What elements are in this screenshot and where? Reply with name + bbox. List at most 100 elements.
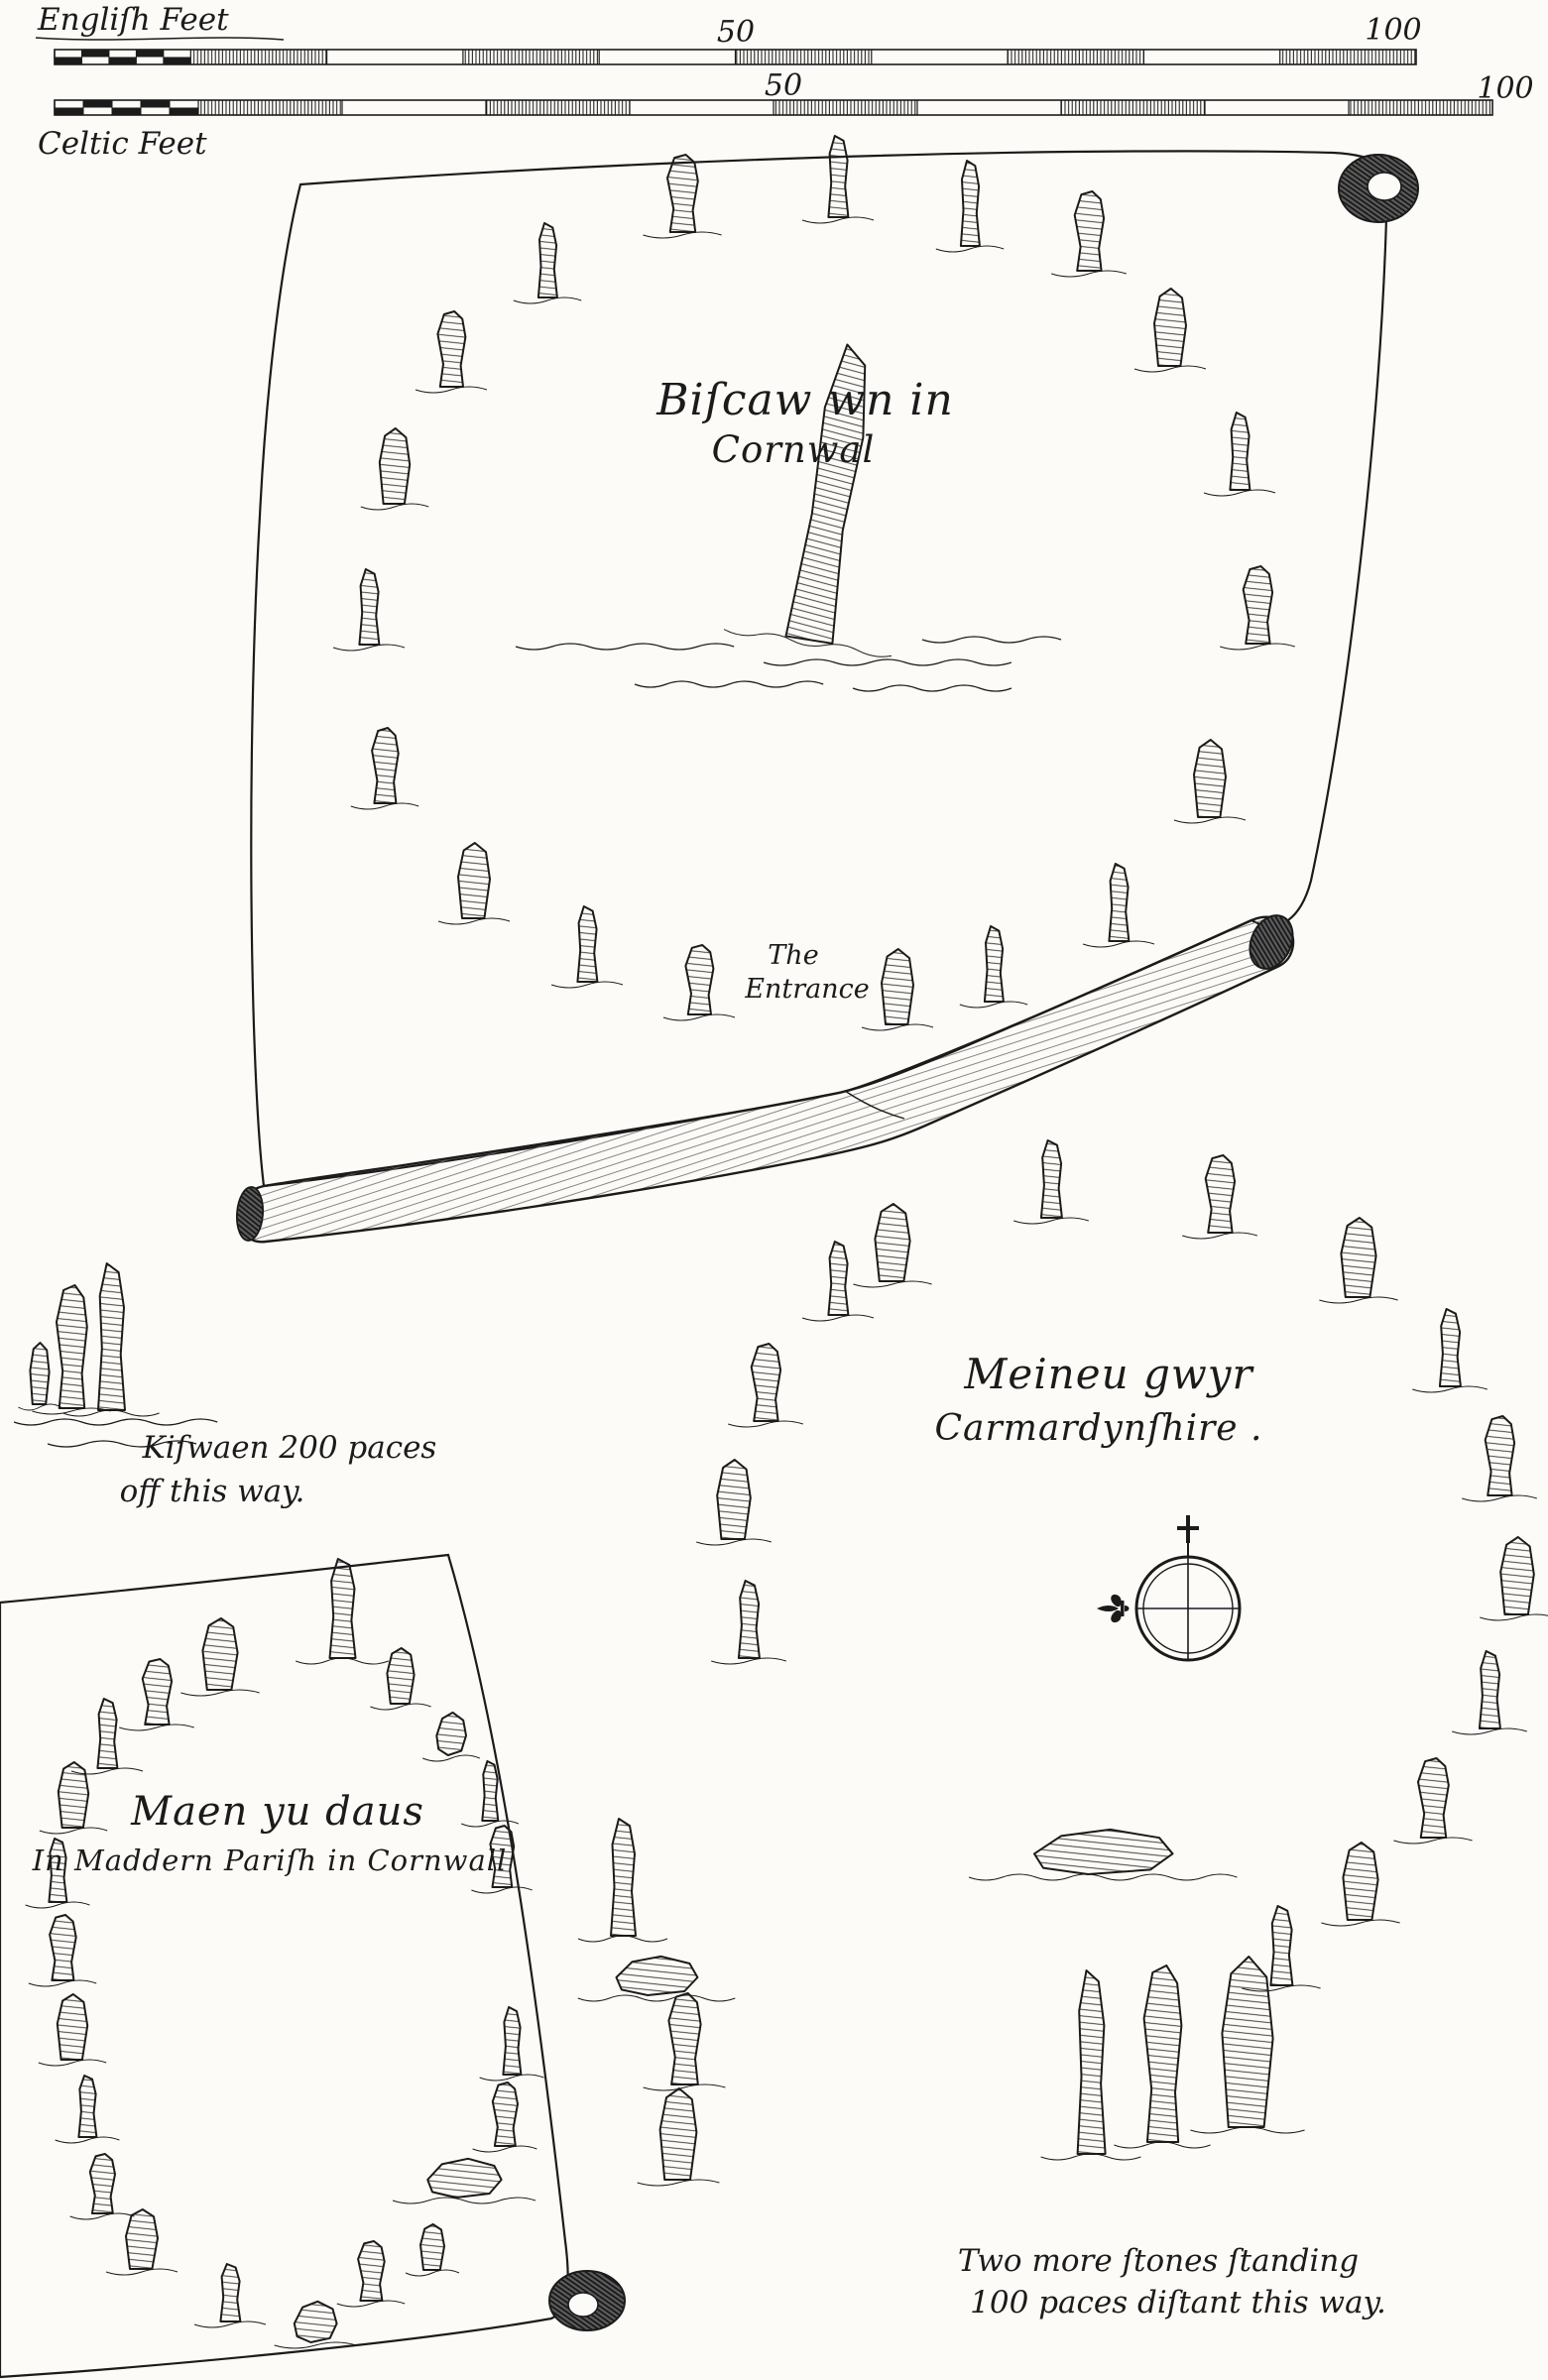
meini-title-line2: Carmardynſhire .: [934, 1408, 1262, 1449]
standing-stone: [55, 2075, 120, 2144]
mound-hatching: [515, 643, 735, 651]
standing-stone: [1321, 1842, 1400, 1927]
ground-line: [193, 2320, 267, 2328]
standing-stone: [422, 1711, 480, 1762]
standing-stone: [959, 925, 1028, 1009]
maen-title-line2: In Maddern Pariſh in Cornwall: [32, 1844, 508, 1877]
meini-note-line2: 100 paces diſtant this way.: [970, 2285, 1386, 2320]
standing-stone: [360, 427, 429, 511]
kiswaen-mound: [13, 1418, 218, 1448]
standing-stone: [274, 2300, 357, 2349]
maen-scroll-paper: [0, 1553, 569, 2379]
mound-hatching: [921, 636, 1062, 644]
maen-panel: Maen yu daus In Maddern Pariſh in Cornwa…: [0, 1553, 626, 2379]
standing-stone: [105, 2208, 179, 2276]
ground-line: [1133, 365, 1207, 373]
kiswaen-group: Kiſwaen 200 paces off this way.: [13, 1262, 436, 1509]
entrance-label-line2: Entrance: [744, 974, 869, 1005]
ground-line: [55, 2136, 120, 2144]
cross-icon: [1177, 1515, 1199, 1543]
ground-line: [332, 644, 406, 652]
standing-stone: [643, 154, 722, 239]
standing-stone: [370, 1647, 431, 1711]
standing-stone: [637, 2087, 720, 2187]
ground-line: [274, 2341, 357, 2349]
standing-stone: [968, 1828, 1238, 1881]
ground-line: [18, 1403, 61, 1411]
ground-line: [1182, 1232, 1257, 1240]
standing-stone: [550, 905, 624, 989]
standing-stone: [1203, 412, 1276, 497]
mound-hatching: [852, 684, 1012, 692]
ground-line: [62, 1409, 160, 1417]
fleur-de-lis-icon: [1097, 1594, 1130, 1623]
ground-line: [577, 1994, 736, 2002]
standing-stone: [119, 1658, 194, 1731]
scale-bars: Engliſh Feet 50 100 50 100 Celtic Feet: [35, 2, 1534, 162]
standing-stone: [728, 1343, 803, 1428]
meini-stones: [696, 1139, 1548, 1992]
boscawen-corner-curl: [1338, 154, 1419, 223]
ground-line: [392, 2197, 536, 2204]
kiswaen-stones: [18, 1262, 160, 1417]
ground-line: [1114, 2141, 1211, 2149]
meini-gwyr-panel: Meineu gwyr Carmardynſhire . Two more ſt…: [577, 1139, 1548, 2320]
standing-stone: [1452, 1650, 1527, 1735]
standing-stone: [1133, 288, 1207, 373]
standing-stone: [180, 1617, 260, 1697]
standing-stone: [62, 1262, 160, 1417]
standing-stone: [415, 310, 488, 394]
standing-stone: [437, 842, 511, 925]
standing-stone: [1040, 1969, 1141, 2161]
standing-stone: [38, 1993, 107, 2067]
ground-line: [1452, 1727, 1527, 1735]
maen-corner-curl: [548, 2270, 626, 2331]
standing-stone: [1412, 1308, 1488, 1393]
ground-line: [336, 2300, 406, 2308]
ground-line: [1321, 1919, 1400, 1927]
boscawen-centre-stone: [723, 343, 893, 657]
english-scale-100: 100: [1365, 13, 1421, 48]
meini-entrance-stones: [577, 1818, 1305, 2187]
ground-line: [1051, 270, 1127, 278]
ground-line: [550, 981, 624, 989]
celtic-scale-bar: [54, 99, 1493, 116]
mound-hatching: [634, 680, 824, 688]
ground-line: [38, 2059, 107, 2067]
standing-stone: [643, 1992, 726, 2091]
ground-line: [728, 1420, 803, 1428]
english-scale-bar: [54, 49, 1417, 65]
boscawen-title-line2: Cornwal: [712, 428, 876, 471]
standing-stone: [28, 1914, 97, 1987]
mound-hatching: [763, 658, 1012, 666]
standing-stone: [392, 2157, 536, 2204]
standing-stone: [577, 1955, 736, 2002]
standing-stone: [471, 1825, 533, 1894]
standing-stone: [1082, 863, 1155, 948]
standing-stone: [1190, 1956, 1305, 2134]
ground-line: [25, 1901, 90, 1909]
ground-line: [180, 1689, 260, 1697]
standing-stone: [32, 1284, 111, 1415]
standing-stone: [1462, 1415, 1537, 1502]
ground-line: [350, 802, 419, 810]
standing-stone: [1393, 1757, 1473, 1844]
standing-stone: [723, 343, 893, 657]
maen-stones: [25, 1558, 544, 2349]
compass-rose: [1097, 1515, 1242, 1662]
standing-stone: [853, 1203, 932, 1288]
standing-stone: [861, 948, 934, 1031]
ground-line: [437, 917, 511, 925]
english-scale-50: 50: [717, 15, 755, 50]
ground-line: [1393, 1837, 1473, 1844]
standing-stone: [1173, 739, 1247, 824]
ground-line: [643, 2083, 726, 2091]
standing-stone: [513, 222, 582, 304]
standing-stone: [461, 1760, 519, 1828]
standing-stone: [1013, 1139, 1089, 1225]
ground-line: [1173, 816, 1247, 824]
boscawen-title-line1: Biſcaw wn in: [655, 375, 954, 425]
standing-stone: [1051, 190, 1127, 278]
standing-stone: [1480, 1536, 1548, 1621]
